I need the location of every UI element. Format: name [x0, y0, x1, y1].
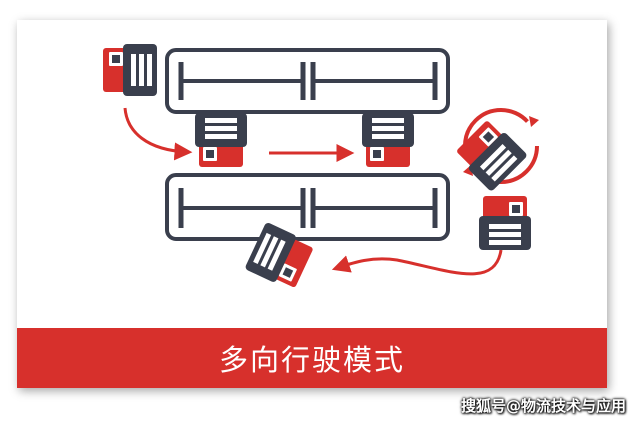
vehicle-start-icon	[103, 44, 157, 96]
vehicle-end-icon	[244, 221, 316, 292]
vehicle-right-icon	[479, 196, 531, 250]
vehicle-aisle-left-icon	[195, 113, 247, 167]
diagram-card: 多向行驶模式	[17, 20, 607, 388]
watermark: 搜狐号@物流技术与应用	[460, 397, 626, 415]
path-arrow-icon	[123, 107, 193, 161]
upper-rack	[165, 48, 450, 114]
lower-rack	[165, 173, 450, 241]
travel-mode-diagram	[103, 44, 539, 292]
vehicle-aisle-right-icon	[362, 113, 414, 167]
vehicle-rotating-icon	[453, 117, 529, 193]
caption-banner: 多向行驶模式	[17, 328, 607, 388]
caption-title: 多向行驶模式	[218, 343, 405, 377]
return-arrow-icon	[331, 249, 503, 276]
